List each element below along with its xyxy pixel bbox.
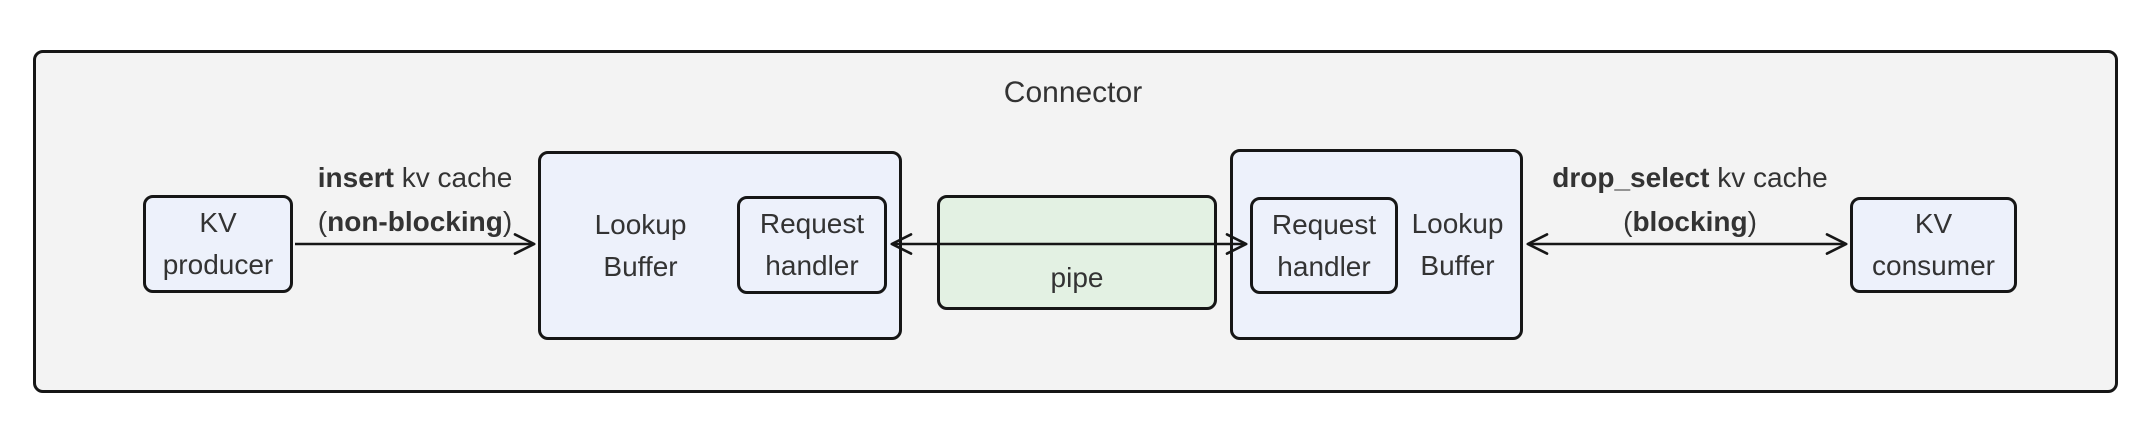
request-handler-right-label-line1: Request [1271,208,1377,240]
drop-select-edge-rest: kv cache [1709,162,1828,193]
kv-consumer-label-line1: KV [1914,208,1953,239]
kv-producer-node: KV producer [143,195,293,293]
request-handler-right-node: Request handler [1250,197,1398,294]
insert-edge-bold: insert [317,162,394,193]
lookup-buffer-right-node: Request handler Lookup Buffer [1230,149,1523,340]
request-handler-left-node: Request handler [737,196,887,294]
kv-producer-label-line2: producer [162,249,274,280]
drop-select-edge-paren-open: ( [1623,206,1633,237]
lookup-buffer-left-label: Lookup Buffer [541,154,740,337]
drop-select-edge-bold2: blocking [1632,206,1748,237]
insert-edge-label-line1: insert kv cache [205,156,625,200]
insert-edge-bold2: non-blocking [327,206,503,237]
kv-producer-label-line1: KV [199,207,237,238]
connector-title: Connector [1003,76,1143,109]
kv-consumer-label-line2: consumer [1872,250,1995,281]
lookup-buffer-right-label-line1: Lookup [1411,207,1504,239]
request-handler-left-label-line2: handler [765,250,859,281]
drop-select-edge-label-line1: drop_select kv cache [1480,156,1900,200]
drop-select-edge-label-line2: (blocking) [1480,200,1900,244]
insert-edge-paren-close: ) [502,206,513,237]
pipe-label: pipe [1050,262,1104,293]
insert-edge-paren-open: ( [317,206,328,237]
insert-edge-label-line2: (non-blocking) [205,200,625,244]
kv-consumer-node: KV consumer [1850,197,2017,293]
drop-select-edge-bold: drop_select [1552,162,1710,193]
insert-edge-rest: kv cache [393,162,513,193]
request-handler-right-label-line2: handler [1277,250,1371,282]
request-handler-left-label-line1: Request [759,208,865,239]
lookup-buffer-left-node: Lookup Buffer Request handler [538,151,902,340]
drop-select-edge-paren-close: ) [1747,206,1757,237]
lookup-buffer-right-label-line2: Buffer [1420,249,1495,281]
drop-select-edge-label: drop_select kv cache (blocking) [1480,156,1900,244]
insert-edge-label: insert kv cache (non-blocking) [205,156,625,244]
pipe-node: pipe [937,195,1217,310]
lookup-buffer-left-label-line2: Buffer [603,250,678,282]
lookup-buffer-right-label: Lookup Buffer [1395,152,1520,337]
lookup-buffer-left-label-line1: Lookup [594,208,687,240]
